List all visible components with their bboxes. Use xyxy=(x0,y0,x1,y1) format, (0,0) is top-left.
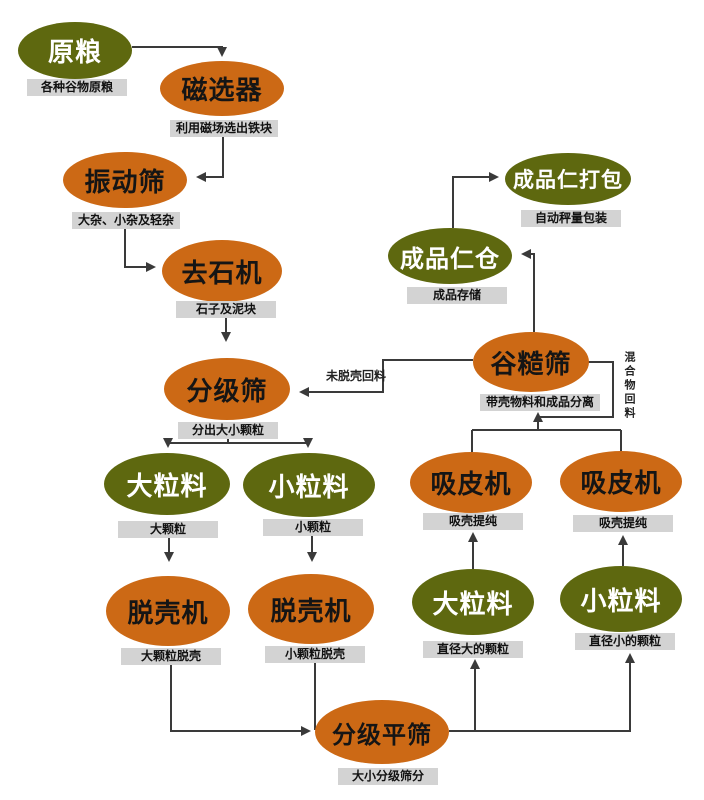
edge-bin-packing xyxy=(452,172,499,228)
edge-huskerlarge-flatscreen xyxy=(170,663,311,736)
node-husk-aspirator-left-label: 吸皮机 xyxy=(430,469,512,499)
sublabel-husk-aspirator-left: 吸壳提纯 xyxy=(423,513,523,530)
sublabel-vibrating-screen: 大杂、小杂及轻杂 xyxy=(71,212,181,229)
node-husker-small: 脱壳机 xyxy=(248,574,374,644)
node-grading-flat-screen: 分级平筛 xyxy=(315,700,449,764)
edge-unhusked-return xyxy=(299,359,473,397)
sublabel-small-material-right: 直径小的颗粒 xyxy=(575,633,675,650)
node-grading-screen: 分级筛 xyxy=(164,358,290,420)
node-small-material-right: 小粒料 xyxy=(560,566,682,632)
edge-flatscreen-smallright xyxy=(449,653,635,732)
node-husker-small-label: 脱壳机 xyxy=(270,595,352,626)
node-husk-aspirator-right-label: 吸皮机 xyxy=(580,468,662,498)
node-raw-grain-label: 原粮 xyxy=(47,37,102,67)
node-finished-kernel-packing-label: 成品仁打包 xyxy=(513,169,623,192)
edge-aspirators-bus xyxy=(471,429,622,452)
edge-rawgrain-magnetic xyxy=(132,46,227,57)
node-finished-kernel-packing: 成品仁打包 xyxy=(505,153,631,205)
sublabel-grading-flat-screen: 大小分级筛分 xyxy=(338,768,438,785)
sublabel-large-material-right: 直径大的颗粒 xyxy=(423,641,523,658)
sublabel-paddy-separator: 带壳物料和成品分离 xyxy=(479,394,601,411)
sublabel-grading-screen: 分出大小颗粒 xyxy=(178,422,278,439)
node-large-material-right-label: 大粒料 xyxy=(432,588,514,619)
node-small-material-left-label: 小粒料 xyxy=(268,471,350,502)
sublabel-large-material-left: 大颗粒 xyxy=(118,521,218,538)
node-destoner-label: 去石机 xyxy=(181,257,263,288)
node-vibrating-screen: 振动筛 xyxy=(63,152,187,208)
edge-vibrating-destoner xyxy=(124,226,156,272)
node-finished-kernel-bin-label: 成品仁仓 xyxy=(400,245,500,273)
node-raw-grain: 原粮 xyxy=(18,22,132,79)
node-vibrating-screen-label: 振动筛 xyxy=(84,166,166,197)
edge-mixture-return xyxy=(540,361,614,418)
edge-label-unhusked-return: 未脱壳回料 xyxy=(326,369,387,383)
node-husker-large: 脱壳机 xyxy=(106,576,230,646)
node-small-material-right-label: 小粒料 xyxy=(580,585,662,616)
node-large-material-right: 大粒料 xyxy=(412,569,534,635)
sublabel-husker-small: 小颗粒脱壳 xyxy=(265,646,365,663)
edge-paddyseparator-bin xyxy=(521,249,535,332)
node-large-material-left: 大粒料 xyxy=(104,453,230,515)
node-husk-aspirator-right: 吸皮机 xyxy=(560,451,682,512)
sublabel-magnetic-separator: 利用磁场选出铁块 xyxy=(169,120,279,137)
sublabel-raw-grain: 各种谷物原粮 xyxy=(27,79,127,96)
sublabel-destoner: 石子及泥块 xyxy=(176,301,276,318)
node-paddy-separator: 谷糙筛 xyxy=(473,332,589,392)
node-large-material-left-label: 大粒料 xyxy=(126,470,208,501)
sublabel-small-material-left: 小颗粒 xyxy=(263,519,363,536)
node-grading-flat-screen-label: 分级平筛 xyxy=(332,721,432,749)
node-magnetic-separator: 磁选器 xyxy=(160,61,284,116)
node-small-material-left: 小粒料 xyxy=(243,453,375,517)
node-finished-kernel-bin: 成品仁仓 xyxy=(388,228,512,284)
node-grading-screen-label: 分级筛 xyxy=(186,375,268,406)
edge-label-mixture-return: 混合物回料 xyxy=(623,351,635,421)
sublabel-finished-kernel-bin: 成品存储 xyxy=(407,287,507,304)
sublabel-husk-aspirator-right: 吸壳提纯 xyxy=(573,515,673,532)
edge-magnetic-vibrating xyxy=(196,133,224,182)
node-paddy-separator-label: 谷糙筛 xyxy=(490,348,572,379)
sublabel-finished-kernel-packing: 自动秤量包装 xyxy=(521,210,621,227)
sublabel-husker-large: 大颗粒脱壳 xyxy=(121,648,221,665)
node-husker-large-label: 脱壳机 xyxy=(127,597,209,628)
node-destoner: 去石机 xyxy=(162,240,282,302)
node-magnetic-separator-label: 磁选器 xyxy=(181,75,263,105)
node-husk-aspirator-left: 吸皮机 xyxy=(410,452,532,513)
